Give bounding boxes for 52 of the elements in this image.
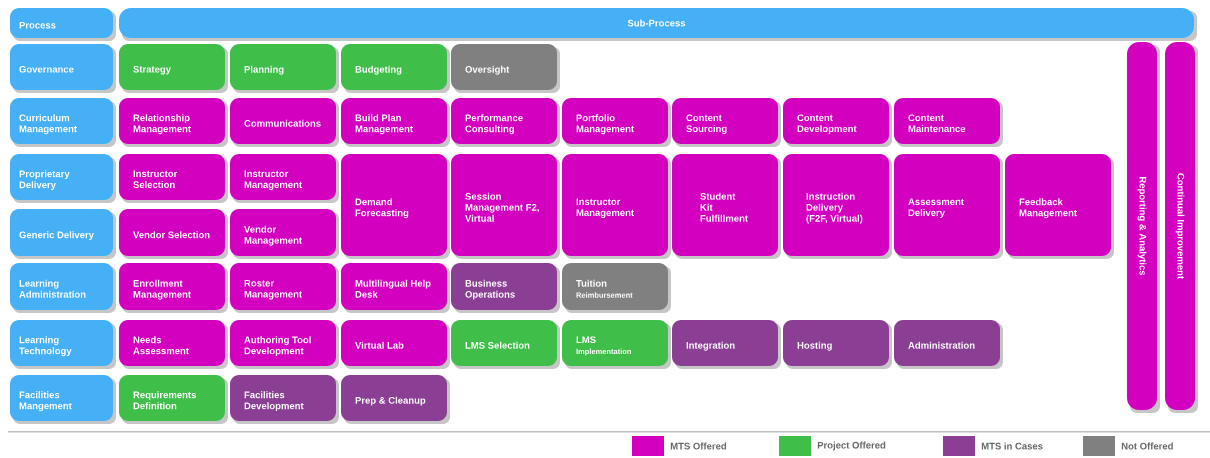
process-box: Multilingual Help Desk [341, 263, 450, 313]
process-box: Authoring Tool Development [230, 320, 339, 369]
process-box: Prep & Cleanup [341, 375, 450, 424]
process-box: Facilities Development [230, 375, 339, 424]
process-box: Requirements Definition [119, 375, 228, 424]
process-box: Needs Assessment [119, 320, 228, 369]
process-box: Instruction Delivery (F2F, Virtual) [783, 154, 892, 259]
process-box: Instructor Management [562, 154, 671, 259]
process-box: Build Plan Management [341, 98, 450, 147]
process-box: Administration [894, 320, 1003, 369]
legend-label: MTS Offered [670, 442, 727, 450]
process-box: Session Management F2, Virtual [451, 154, 560, 259]
legend-label: Not Offered [1121, 442, 1173, 450]
process-box: Roster Management [230, 263, 339, 313]
process-box: Instructor Management [230, 154, 339, 203]
process-box: Content Development [783, 98, 892, 147]
process-box: Communications [230, 98, 339, 147]
header-box: Learning Technology [10, 320, 116, 369]
process-box: Hosting [783, 320, 892, 369]
process-box: Content Sourcing [672, 98, 781, 147]
header-box: Learning Administration [10, 263, 116, 313]
process-box: Portfolio Management [562, 98, 671, 147]
process-box: Feedback Management [1005, 154, 1114, 259]
process-box: Instructor Selection [119, 154, 228, 203]
header-box: Curriculum Management [10, 98, 116, 147]
legend-label: Project Offered [817, 441, 886, 451]
process-box: Relationship Management [119, 98, 228, 147]
process-box: Vendor Management [230, 209, 339, 259]
vertical-bar: Continual Improvement [1165, 42, 1198, 413]
process-box: Enrollment Management [119, 263, 228, 313]
process-box: Student Kit Fulfillment [672, 154, 781, 259]
vertical-bar: Reporting & Analytics [1127, 42, 1160, 413]
process-box: Virtual Lab [341, 320, 450, 369]
process-box: LMS Selection [451, 320, 560, 369]
legend-label: MTS in Cases [981, 442, 1043, 450]
process-box: Content Maintenance [894, 98, 1003, 147]
process-box: Budgeting [341, 44, 450, 93]
process-box: Assessment Delivery [894, 154, 1003, 259]
process-box: Integration [672, 320, 781, 369]
process-box: Demand Forecasting [341, 154, 450, 259]
process-box: Strategy [119, 44, 228, 93]
header-box: Generic Delivery [10, 209, 116, 259]
header-box: Governance [10, 44, 116, 93]
header-box: Proprietary Delivery [10, 154, 116, 203]
header-box: Facilities Mangement [10, 375, 116, 424]
process-box: Planning [230, 44, 339, 93]
header-box: Process [10, 8, 116, 41]
process-box: Business Operations [451, 263, 560, 313]
process-box: Vendor Selection [119, 209, 228, 259]
process-box: Performance Consulting [451, 98, 560, 147]
header-box: Sub-Process [119, 8, 1197, 41]
process-box: Oversight [451, 44, 560, 93]
